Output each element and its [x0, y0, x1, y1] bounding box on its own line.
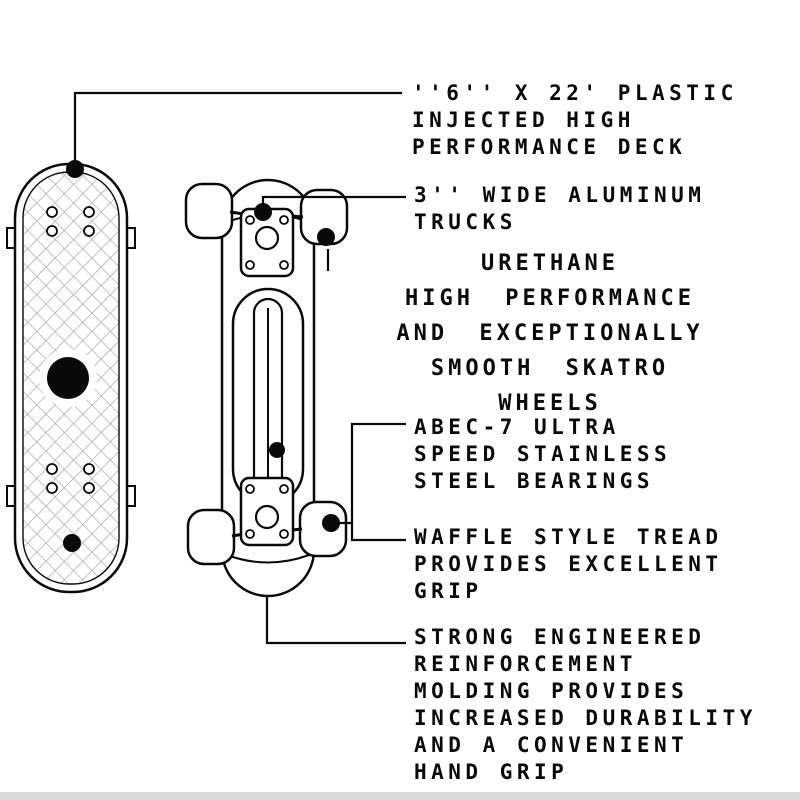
wheel-icon	[184, 182, 234, 240]
label-trucks: 3'' WIDE ALUMINUM TRUCKS	[414, 183, 706, 234]
callout-dot-bearings-wheel	[322, 514, 340, 532]
callout-line-bearings	[337, 422, 406, 525]
truck-front	[239, 207, 295, 278]
tail-crease	[226, 554, 310, 564]
callout-dot-bearings-rail	[269, 442, 285, 458]
callout-dot-tread	[63, 534, 81, 552]
kingpin	[254, 225, 280, 251]
callout-dot-trucks	[254, 203, 272, 221]
truck-rear	[239, 476, 295, 547]
label-reinforcement: STRONG ENGINEERED REINFORCEMENT MOLDING …	[414, 625, 757, 784]
callout-dots	[63, 160, 340, 552]
mounting-bolts-top	[46, 206, 95, 237]
label-bearings: ABEC-7 ULTRA SPEED STAINLESS STEEL BEARI…	[414, 415, 672, 493]
wheel-icon	[298, 500, 348, 558]
callout-dot-wheels	[317, 228, 335, 246]
callout-dot-deck	[66, 160, 84, 178]
callout-line-tread	[350, 523, 406, 542]
truck-bolts	[245, 215, 289, 270]
label-tread: WAFFLE STYLE TREAD PROVIDES EXCELLENT GR…	[414, 525, 723, 603]
footer-gray-bar	[0, 792, 800, 800]
deck-top-view-drawing	[6, 162, 136, 594]
callout-line-reinforcement	[265, 597, 406, 645]
callout-lines	[73, 91, 406, 645]
hand-grip-hole	[47, 357, 89, 399]
wheel-icon	[186, 508, 236, 566]
kingpin	[254, 504, 280, 530]
mounting-bolts-bottom	[46, 463, 95, 494]
truck-bolts	[245, 484, 289, 539]
callout-line-deck	[73, 91, 402, 167]
label-wheels: URETHANE HIGH PERFORMANCE AND EXCEPTIONA…	[396, 251, 704, 416]
label-deck: ''6'' X 22' PLASTIC INJECTED HIGH PERFOR…	[412, 81, 738, 159]
